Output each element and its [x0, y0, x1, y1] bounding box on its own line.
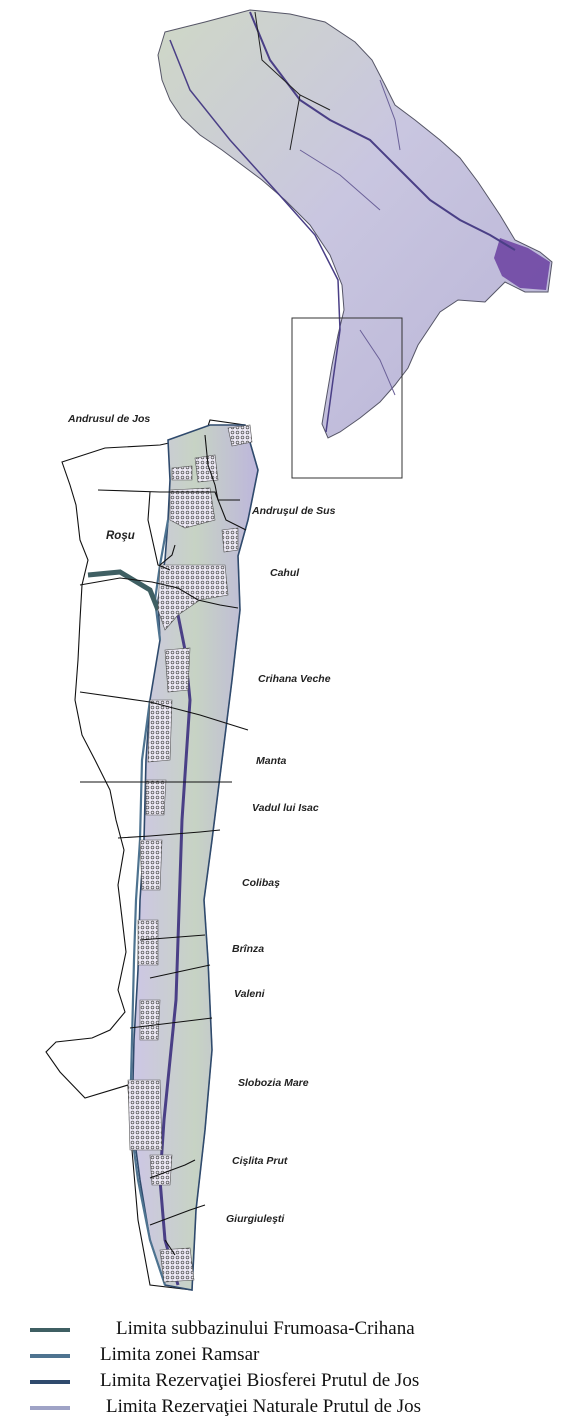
ramsar-boundary — [128, 519, 170, 1286]
place-label-valeni: Valeni — [234, 988, 265, 1000]
legend-swatch-ramsar — [30, 1354, 70, 1358]
legend-label-biosphere-reserve: Limita Rezervaţiei Biosferei Prutul de J… — [100, 1370, 420, 1391]
overview-lake — [494, 238, 550, 290]
overview-river-tributary — [299, 79, 401, 396]
place-label-andrusul-de-sus: Andruşul de Sus — [252, 505, 336, 517]
country-outline — [157, 9, 553, 439]
overview-district-line — [254, 11, 331, 151]
overview-river-prut — [169, 39, 341, 433]
overview-inset-frame — [291, 317, 403, 479]
place-label-andrusul-de-jos: Andrusul de Jos — [68, 413, 151, 425]
legend-label-subbasin: Limita subbazinului Frumoasa-Crihana — [116, 1318, 415, 1339]
legend-swatch-subbasin — [30, 1328, 70, 1332]
wetland-patches — [127, 424, 253, 1283]
overview-river-dniester — [249, 11, 516, 251]
place-label-manta: Manta — [256, 755, 287, 767]
legend-item-subbasin: Limita subbazinului Frumoasa-Crihana — [0, 1318, 563, 1342]
reserve-strip — [131, 424, 259, 1291]
place-label-colibas: Colibaş — [242, 877, 280, 889]
legend-item-biosphere-reserve: Limita Rezervaţiei Biosferei Prutul de J… — [0, 1370, 563, 1394]
overview-map — [157, 9, 553, 479]
legend-label-ramsar: Limita zonei Ramsar — [100, 1344, 260, 1365]
place-label-cislita-prut: Cişlita Prut — [232, 1155, 288, 1167]
legend-swatch-natural-reserve — [30, 1406, 70, 1410]
legend-item-natural-reserve: Limita Rezervaţiei Naturale Prutul de Jo… — [0, 1396, 563, 1420]
detail-map — [45, 419, 259, 1291]
legend-item-ramsar: Limita zonei Ramsar — [0, 1344, 563, 1368]
place-label-rosu: Roşu — [106, 530, 135, 542]
place-label-slobozia-mare: Slobozia Mare — [238, 1077, 309, 1089]
subbasin-boundary — [87, 569, 161, 611]
legend-label-natural-reserve: Limita Rezervaţiei Naturale Prutul de Jo… — [106, 1396, 421, 1417]
place-label-brinza: Brînza — [232, 943, 265, 955]
place-label-crihana-veche: Crihana Veche — [258, 673, 331, 685]
place-label-vadul-lui-isac: Vadul lui Isac — [252, 802, 319, 814]
legend-swatch-biosphere-reserve — [30, 1380, 70, 1384]
place-label-giurgiulesti: Giurgiuleşti — [226, 1213, 285, 1225]
commune-boundaries — [79, 434, 249, 1256]
place-label-cahul: Cahul — [270, 567, 300, 579]
